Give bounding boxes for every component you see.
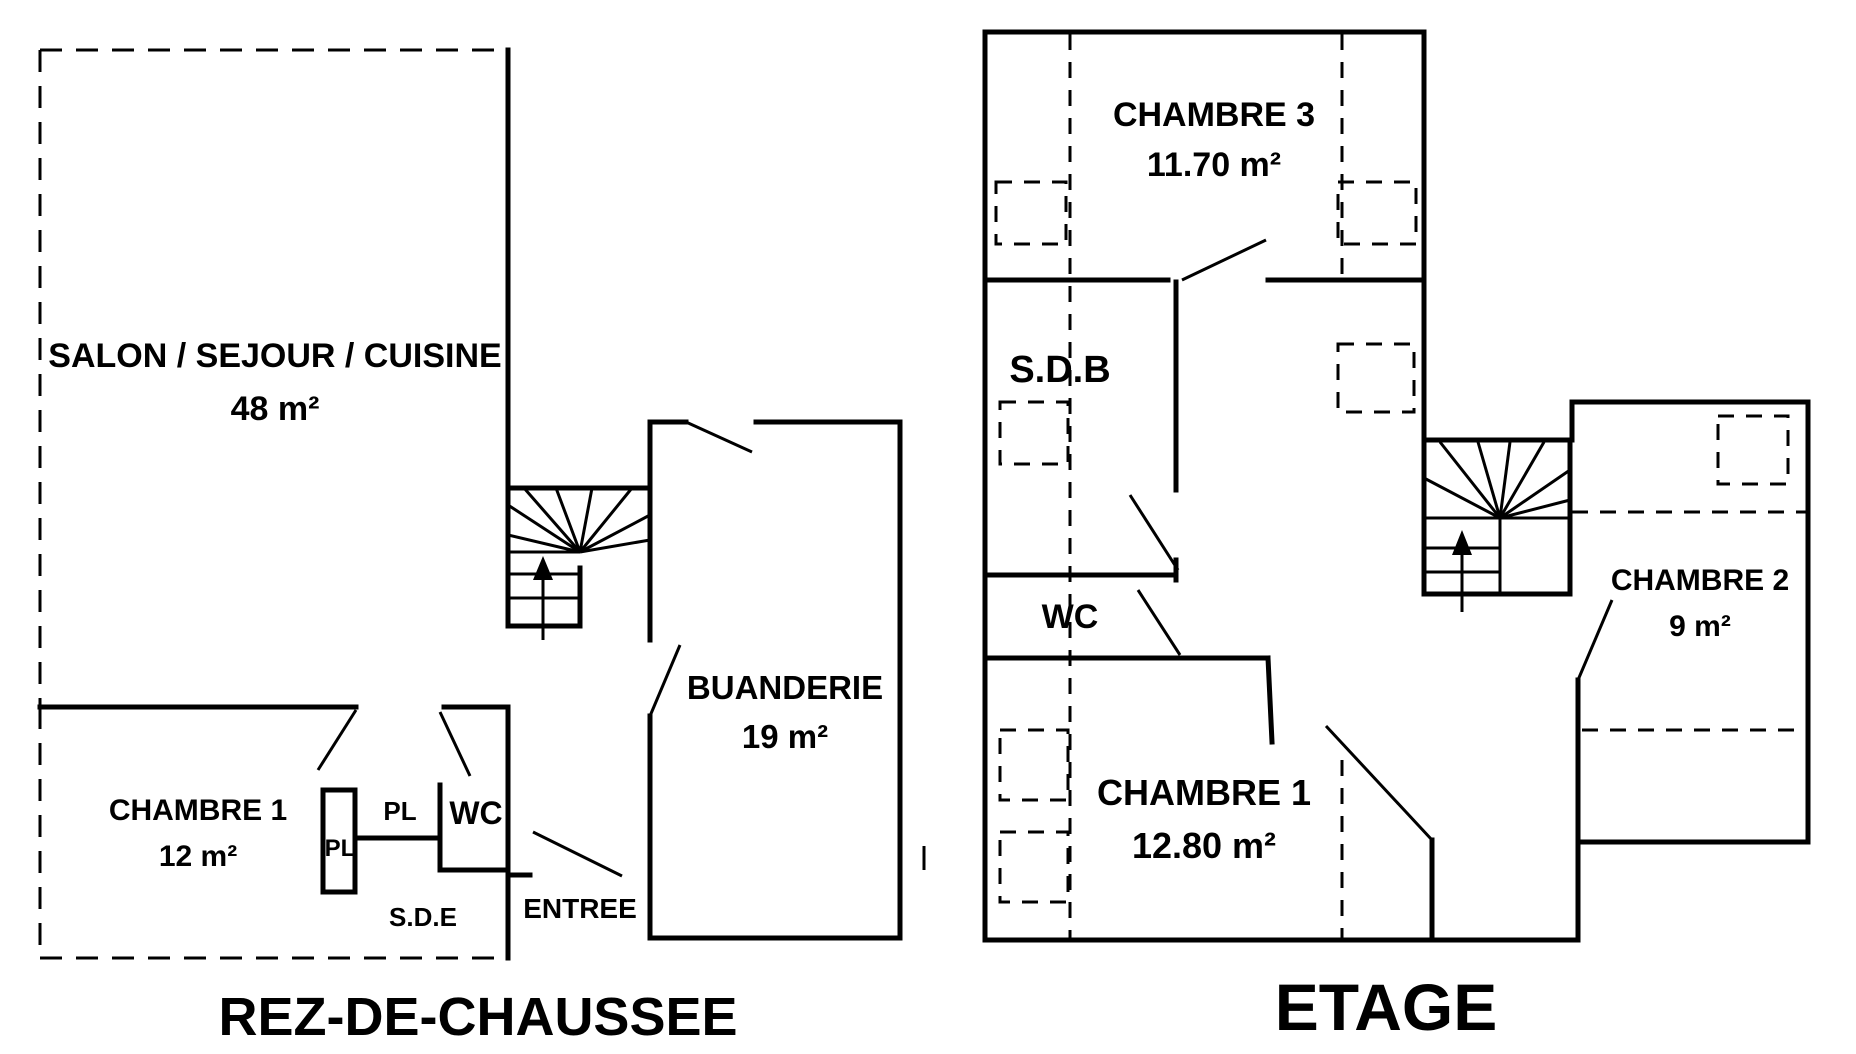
chambre3-label: CHAMBRE 3 [1113, 96, 1315, 134]
buanderie-side-door [648, 644, 682, 717]
upper-staircase [1421, 437, 1573, 612]
chambre1-ground-area: 12 m² [159, 840, 237, 873]
chambre1-ground-label: CHAMBRE 1 [109, 794, 287, 827]
stair-arrow-icon [1452, 530, 1472, 555]
upper-floor-title: ETAGE [1275, 970, 1497, 1044]
salon-label: SALON / SEJOUR / CUISINE [48, 337, 501, 375]
stair-step [1499, 498, 1571, 520]
wc-ground-label: WC [449, 795, 502, 831]
velux-icon [994, 180, 1068, 246]
stair-step [1498, 441, 1546, 519]
chambre1-upper-area: 12.80 m² [1132, 825, 1276, 866]
stair-step [1423, 476, 1501, 520]
ground-staircase [505, 485, 653, 643]
stair-step [579, 513, 651, 554]
ground-floor-title: REZ-DE-CHAUSSEE [218, 987, 737, 1047]
stair-step [554, 487, 582, 553]
chambre1-wall [1265, 655, 1275, 745]
stair-step [507, 533, 581, 554]
chambre1-door [316, 709, 358, 771]
chambre3-outline [982, 29, 1427, 283]
stair-step [1438, 441, 1502, 519]
velux-icon [1336, 180, 1418, 246]
sde-label: S.D.E [389, 902, 457, 932]
buanderie-label: BUANDERIE [687, 669, 883, 706]
ground-floor-plan: SALON / SEJOUR / CUISINE 48 m² CHAMBRE 1… [37, 47, 926, 1047]
buanderie-door [685, 420, 753, 454]
chambre3-door [1181, 238, 1267, 282]
chambre1-upper-door [1324, 724, 1434, 842]
chambre2-label: CHAMBRE 2 [1611, 564, 1789, 597]
velux-icon [998, 830, 1070, 904]
salon-area: 48 m² [231, 390, 320, 428]
velux-icon [1336, 342, 1416, 414]
wc-upper-label: WC [1042, 598, 1099, 636]
stair-step [579, 538, 651, 554]
velux-icon [998, 728, 1070, 802]
velux-icon [1716, 414, 1790, 486]
entree-label: ENTREE [523, 893, 637, 924]
wc-door [438, 711, 472, 777]
velux-icon [998, 400, 1070, 466]
chambre3-area: 11.70 m² [1147, 146, 1281, 184]
stair-step [1476, 441, 1502, 519]
stair-step [522, 487, 582, 553]
entree-door [532, 830, 623, 878]
placard1-label: PL [325, 835, 356, 862]
stair-arrow-icon [533, 556, 553, 580]
wc-upper-door [1136, 589, 1182, 656]
stair-step [578, 487, 594, 553]
chambre1-upper-label: CHAMBRE 1 [1097, 772, 1311, 813]
placard2-label: PL [383, 796, 416, 826]
chambre2-area: 9 m² [1669, 610, 1731, 643]
buanderie-area: 19 m² [742, 718, 828, 755]
stair-step [1499, 468, 1571, 520]
buanderie-outline [647, 419, 903, 941]
sdb-door [1128, 494, 1180, 571]
chambre2-door [1576, 599, 1614, 681]
stair-step [1498, 441, 1512, 519]
placard1-outline [320, 787, 358, 895]
chambre2-outline [1569, 399, 1811, 845]
stair-step [507, 503, 581, 554]
sdb-label: S.D.B [1009, 349, 1110, 391]
upper-floor-plan: CHAMBRE 3 11.70 m² S.D.B WC CHAMBRE 1 12… [982, 29, 1811, 1044]
stair-step [578, 487, 634, 553]
